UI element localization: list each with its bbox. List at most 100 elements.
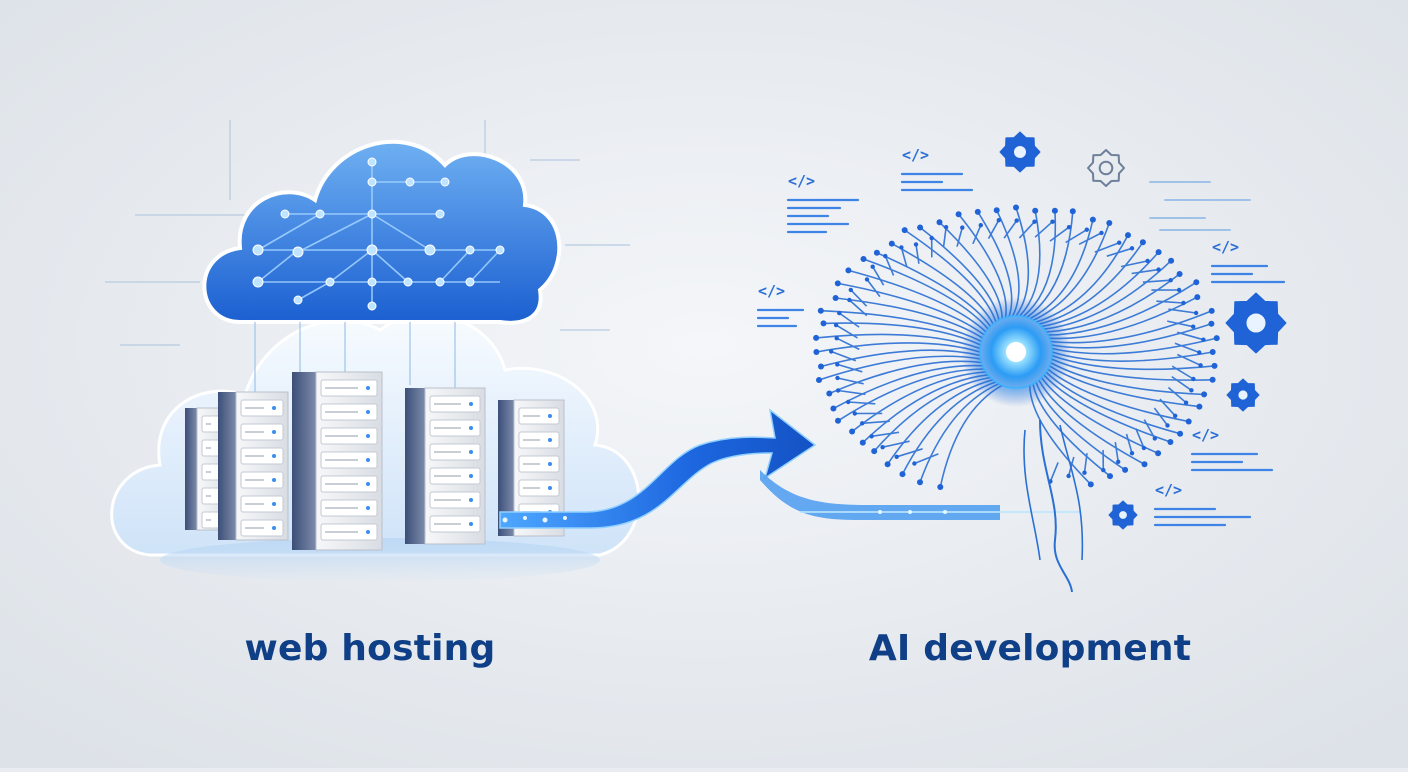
neural-node — [1177, 288, 1181, 292]
ai-development-label: AI development — [820, 620, 1240, 676]
neural-node — [818, 308, 824, 314]
neural-node — [813, 349, 819, 355]
neural-node — [835, 418, 841, 424]
web-hosting-label: web hosting — [160, 620, 580, 676]
neural-node — [1168, 258, 1174, 264]
neural-node — [1130, 246, 1134, 250]
neural-node — [1032, 208, 1038, 214]
neural-node — [837, 311, 841, 315]
neural-node — [1140, 239, 1146, 245]
neural-node — [900, 471, 906, 477]
neural-node — [1101, 468, 1105, 472]
neural-node — [1156, 249, 1162, 255]
neural-node — [1067, 225, 1071, 229]
neural-node — [914, 242, 918, 246]
neural-node — [1197, 350, 1201, 354]
neural-node — [813, 335, 819, 341]
gear-icon — [1227, 379, 1259, 411]
server-rack — [292, 372, 382, 550]
neural-node — [1107, 473, 1113, 479]
neural-node — [861, 256, 867, 262]
neural-node — [1117, 241, 1121, 245]
neural-node — [1165, 423, 1169, 427]
neural-node — [899, 245, 903, 249]
neural-node — [1070, 208, 1076, 214]
neural-node — [1099, 231, 1103, 235]
neural-node — [1142, 446, 1146, 450]
neural-node — [847, 298, 851, 302]
neural-node — [883, 254, 887, 258]
neural-node — [1201, 391, 1207, 397]
neural-node — [849, 429, 855, 435]
neural-node — [1167, 439, 1173, 445]
neural-node — [1189, 388, 1193, 392]
neural-node — [944, 225, 948, 229]
gear-icon — [1226, 293, 1286, 353]
neural-node — [1153, 436, 1157, 440]
neural-node — [1125, 232, 1131, 238]
code-tag-text: </> — [1155, 481, 1182, 499]
neural-node — [889, 241, 895, 247]
neural-node — [1181, 301, 1185, 305]
neural-node — [960, 225, 964, 229]
neural-node — [834, 323, 838, 327]
neural-node — [1155, 450, 1161, 456]
neural-node — [835, 280, 841, 286]
neural-node — [1090, 217, 1096, 223]
neural-node — [860, 421, 864, 425]
neural-node — [930, 236, 934, 240]
neural-node — [1196, 404, 1202, 410]
neural-node — [845, 267, 851, 273]
neural-node — [937, 219, 943, 225]
neural-node — [1145, 259, 1149, 263]
code-tag-text: </> — [788, 172, 815, 190]
neural-node — [1184, 401, 1188, 405]
neural-node — [1214, 335, 1220, 341]
neural-node — [849, 288, 853, 292]
neural-node — [917, 479, 923, 485]
neural-node — [1142, 461, 1148, 467]
neural-node — [1156, 267, 1160, 271]
neural-node — [1186, 419, 1192, 425]
neural-node — [1173, 414, 1177, 418]
neural-node — [1177, 431, 1183, 437]
neural-node — [917, 225, 923, 231]
neural-node — [1191, 377, 1195, 381]
code-tag-text: </> — [902, 146, 929, 164]
neural-node — [821, 320, 827, 326]
neural-node — [869, 434, 873, 438]
neural-node — [833, 295, 839, 301]
neural-node — [830, 406, 836, 412]
neural-node — [1106, 220, 1112, 226]
neural-node — [937, 484, 943, 490]
neural-node — [1198, 363, 1202, 367]
neural-node — [1085, 228, 1089, 232]
server-rack — [405, 388, 485, 544]
neural-node — [1088, 481, 1094, 487]
neural-node — [871, 265, 875, 269]
neural-node — [956, 211, 962, 217]
neural-node — [1194, 294, 1200, 300]
neural-node — [1050, 220, 1054, 224]
neural-node — [1191, 325, 1195, 329]
neural-node — [871, 448, 877, 454]
neural-node — [997, 218, 1001, 222]
neural-node — [853, 411, 857, 415]
neural-node — [1116, 460, 1120, 464]
neural-node — [1201, 338, 1205, 342]
neural-node — [1177, 271, 1183, 277]
neural-node — [975, 209, 981, 215]
neural-node — [874, 250, 880, 256]
neural-node — [902, 227, 908, 233]
neural-node — [835, 336, 839, 340]
neural-node — [826, 391, 832, 397]
neural-node — [1208, 321, 1214, 327]
neural-node — [1082, 471, 1086, 475]
neural-node — [885, 461, 891, 467]
neural-node — [835, 362, 839, 366]
neural-node — [1210, 349, 1216, 355]
neural-node — [816, 377, 822, 383]
neural-node — [818, 364, 824, 370]
gear-icon — [1000, 132, 1040, 172]
